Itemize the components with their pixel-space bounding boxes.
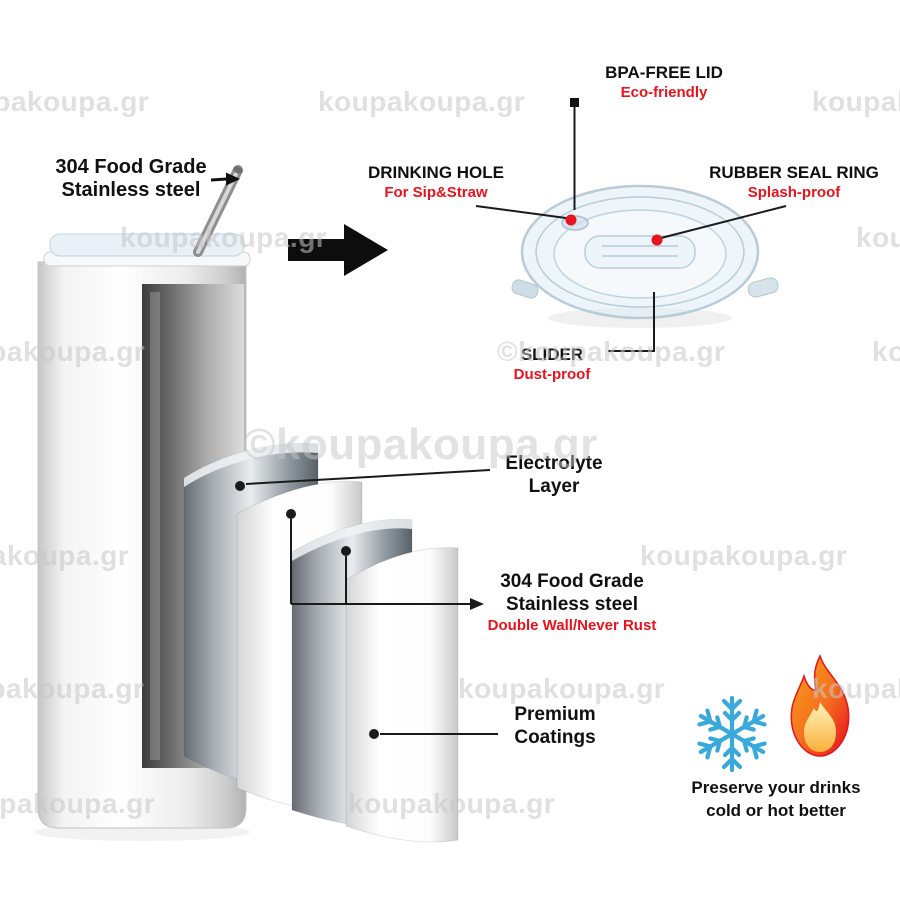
label-rubber-seal-ring-sub: Splash-proof <box>747 184 841 201</box>
label-inner-wall: 304 Food Grade Stainless steel Double Wa… <box>468 570 676 635</box>
label-slider: SLIDER Dust-proof <box>498 344 606 384</box>
label-drinking-hole: DRINKING HOLE For Sip&Straw <box>358 162 514 202</box>
label-bpa-lid-sub: Eco-friendly <box>620 84 708 101</box>
label-inner-wall-line1: 304 Food Grade <box>500 571 644 592</box>
label-inner-wall-line2: Stainless steel <box>505 594 639 615</box>
straw-pointer-arrow <box>210 172 240 186</box>
layer-panel-1-curl <box>184 443 318 487</box>
label-premium-coatings: Premium Coatings <box>500 703 610 749</box>
layer-panel-3-curl <box>292 519 412 561</box>
label-inner-wall-sub: Double Wall/Never Rust <box>487 617 657 634</box>
flame-icon <box>790 654 850 757</box>
label-premium-line2: Coatings <box>514 727 596 748</box>
label-drinking-hole-sub: For Sip&Straw <box>384 184 488 201</box>
lid-top-view <box>511 184 779 328</box>
label-electrolyte-layer: Electrolyte Layer <box>492 452 616 498</box>
label-straw-material-line1: 304 Food Grade <box>55 156 207 178</box>
label-rubber-seal-ring-title: RUBBER SEAL RING <box>709 163 879 182</box>
label-preserve: Preserve your drinks cold or hot better <box>662 776 890 822</box>
label-preserve-line1: Preserve your drinks <box>691 778 861 797</box>
label-drinking-hole-title: DRINKING HOLE <box>368 163 504 182</box>
flame-inner <box>804 702 836 752</box>
label-slider-sub: Dust-proof <box>513 366 591 383</box>
metal-straw <box>193 165 243 257</box>
cutaway-highlight <box>150 292 160 760</box>
connector-inner-wall <box>286 509 484 610</box>
lid-tab-right <box>747 277 779 298</box>
connector-premium-coatings <box>369 729 498 739</box>
label-straw-material: 304 Food Grade Stainless steel <box>33 156 229 202</box>
connector-bpa-lid <box>570 98 579 210</box>
callout-connectors <box>235 98 787 739</box>
label-electrolyte-line2: Layer <box>528 476 580 497</box>
snowflake-icon <box>690 692 774 776</box>
label-bpa-lid: BPA-FREE LID Eco-friendly <box>590 62 738 102</box>
lid-slider <box>584 235 696 269</box>
label-bpa-lid-title: BPA-FREE LID <box>605 63 723 82</box>
tumbler-lid <box>49 233 245 257</box>
connector-electrolyte <box>235 469 491 491</box>
label-slider-title: SLIDER <box>520 345 584 364</box>
layer-panel-white-4 <box>345 547 459 843</box>
connector-slider <box>608 292 655 352</box>
lid-tab-left <box>511 279 539 299</box>
wall-layers <box>183 442 459 843</box>
label-premium-line1: Premium <box>514 704 596 725</box>
connector-drinking-hole <box>475 205 577 226</box>
label-rubber-seal-ring: RUBBER SEAL RING Splash-proof <box>700 162 888 202</box>
connector-rubber-seal <box>651 205 787 246</box>
label-preserve-line2: cold or hot better <box>706 801 846 820</box>
label-electrolyte-line1: Electrolyte <box>505 453 603 474</box>
right-arrow-icon <box>288 224 388 276</box>
label-straw-material-line2: Stainless steel <box>61 179 201 201</box>
